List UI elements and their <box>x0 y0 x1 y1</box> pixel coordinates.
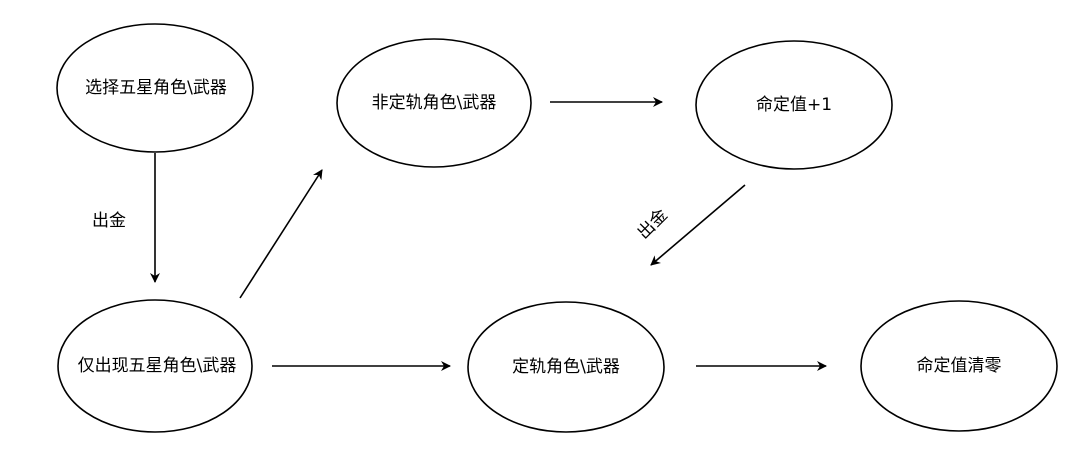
node-fate-plus-label: 命定值+1 <box>755 95 833 115</box>
node-fate-reset-label: 命定值清零 <box>916 356 1002 376</box>
node-nonfeatured-ellipse <box>336 38 532 168</box>
node-only5-ellipse <box>57 299 253 433</box>
node-select-ellipse <box>56 23 254 153</box>
node-select-label: 选择五星角色\武器 <box>85 78 227 98</box>
node-nonfeatured-label: 非定轨角色\武器 <box>371 93 497 113</box>
node-featured-ellipse <box>467 301 665 433</box>
node-only5-label: 仅出现五星角色\武器 <box>77 356 237 376</box>
node-featured-label: 定轨角色\武器 <box>512 357 620 377</box>
node-fate-plus-ellipse <box>695 40 893 170</box>
edge-fate-plus-to-featured <box>650 184 746 266</box>
edge-label-chujin-1: 出金 <box>92 211 126 231</box>
edge-only5-to-nonfeatured <box>239 169 323 299</box>
node-fate-reset-ellipse <box>860 300 1058 432</box>
